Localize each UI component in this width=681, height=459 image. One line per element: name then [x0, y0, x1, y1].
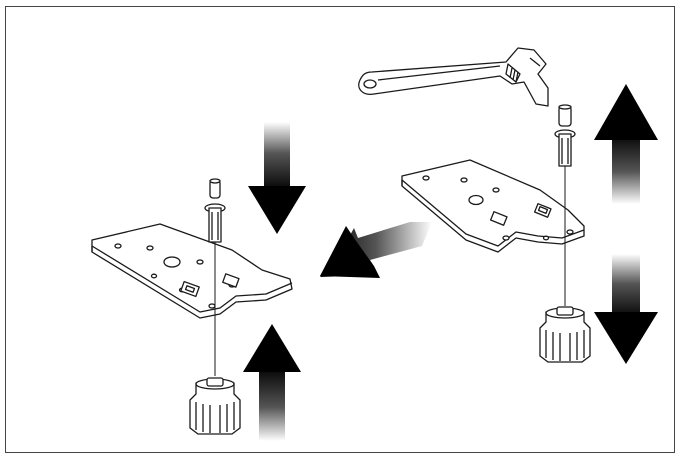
arrow-left-icon	[320, 222, 432, 278]
left-assembly	[91, 178, 293, 435]
wrench-icon	[358, 47, 549, 107]
right-nut	[539, 306, 591, 363]
arrow-down-icon	[248, 122, 306, 234]
right-bolt	[554, 104, 576, 306]
right-mounting-plate	[401, 159, 585, 253]
arrow-down-icon	[594, 254, 658, 364]
left-mounting-plate	[91, 223, 293, 319]
right-assembly	[358, 47, 591, 363]
arrow-up-icon	[243, 324, 301, 441]
arrow-up-icon	[594, 84, 658, 204]
left-bolt	[204, 178, 226, 376]
left-nut	[189, 377, 241, 435]
